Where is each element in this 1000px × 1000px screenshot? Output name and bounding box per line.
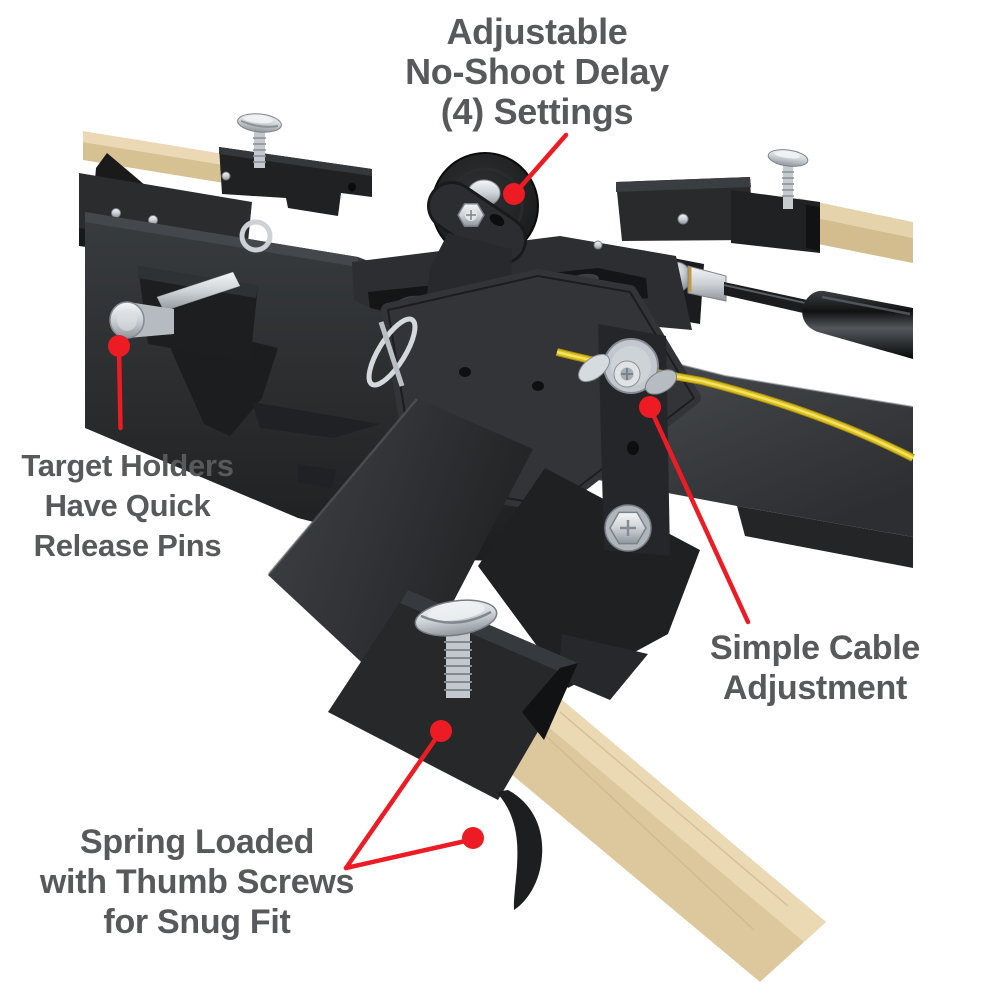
beam-left-bevel: [85, 212, 358, 267]
thumb-screw-left-shine: [243, 115, 273, 124]
thumb-screw-left-stem: [254, 130, 265, 168]
receiver-hole: [348, 182, 356, 192]
arrow-line: [343, 837, 473, 871]
lever-slot: [489, 214, 505, 226]
label-spring-loaded: Spring Loaded with Thumb Screws for Snug…: [39, 823, 355, 941]
arrow-target-holders: [108, 335, 130, 431]
diagonal-tube: [268, 398, 533, 700]
arrow-dot: [503, 183, 525, 205]
thumb-screw-left-threads: [253, 137, 266, 163]
wing-left: [578, 353, 610, 383]
screw: [677, 213, 689, 225]
thumb-screw-right-stem: [783, 165, 793, 209]
d-ring-pull: [239, 219, 273, 253]
arrow-line: [116, 346, 123, 431]
tube-edge-highlight: [268, 398, 418, 575]
gas-cylinder-body: [802, 290, 913, 359]
clamp-rod: [156, 271, 241, 312]
left-wood-board: [83, 131, 230, 184]
plate-hole: [532, 381, 544, 391]
hitch-pin-loop: [366, 316, 418, 388]
right-arm-bevel: [616, 177, 751, 192]
wing-nut: [578, 338, 678, 395]
arrow-no-shoot-delay: [503, 132, 569, 205]
arrow-dot: [639, 396, 661, 418]
right-target-holder: [616, 149, 820, 253]
lever-bolt-cross: [466, 210, 476, 220]
thumb-screw-right-threads: [782, 171, 794, 197]
arrow-dot: [108, 335, 130, 357]
bracket-bolt-cross: [620, 520, 636, 536]
hitch-pin-tail: [378, 321, 405, 387]
beam-right-bottom-bevel: [737, 506, 913, 568]
right-wood-board: [798, 198, 913, 263]
arrow-spring-loaded: [343, 720, 484, 871]
arrow-line: [343, 731, 442, 871]
arrow-line: [514, 132, 569, 194]
right-receiver-shadow: [806, 205, 820, 251]
thumb-screw-right-shine: [774, 151, 800, 159]
right-receiver-box: [731, 190, 820, 253]
screw: [221, 171, 231, 181]
arrow-cable-adjustment: [639, 396, 751, 625]
gas-cylinder-shine: [821, 295, 911, 316]
beam-tab: [298, 464, 336, 488]
wing-right: [644, 369, 678, 395]
lower-foot: [558, 634, 648, 700]
left-pivot-bracket: [109, 219, 273, 362]
wood-grain: [545, 711, 789, 931]
beam-point-wedge: [252, 402, 380, 438]
arrow-line: [648, 407, 751, 625]
quick-release-pin-cap-face: [117, 309, 137, 331]
arrow-dot: [462, 827, 484, 849]
label-target-holders: Target Holders Have Quick Release Pins: [21, 448, 234, 563]
bottom-clamp-channel-shadow: [522, 663, 578, 740]
screw: [593, 240, 603, 250]
bracket-hole: [627, 441, 639, 455]
left-wood-top-face: [83, 131, 230, 166]
bottom-target-holder: [268, 398, 826, 982]
wing-nut-cross: [621, 368, 633, 380]
gas-rod-highlight: [723, 284, 811, 305]
arrow-dot: [430, 720, 452, 742]
hitch-pin-clip: [366, 316, 418, 388]
right-wood-top-face: [798, 198, 913, 238]
annotation-arrows: [108, 132, 751, 871]
bottom-wood-top-face: [514, 678, 826, 942]
plate-hole: [459, 367, 471, 377]
label-cable-adjustment: Simple Cable Adjustment: [710, 629, 920, 707]
screw: [111, 208, 121, 218]
gas-collar: [687, 265, 727, 302]
thumb-screw-bottom-groove: [420, 610, 492, 624]
right-arm: [616, 177, 753, 241]
label-no-shoot-delay: Adjustable No-Shoot Delay (4) Settings: [405, 11, 669, 132]
thumb-screw-left-groove: [240, 120, 279, 128]
right-wood-side-face: [798, 214, 913, 263]
spring-clip: [496, 790, 543, 910]
left-wood-side-face: [83, 142, 230, 184]
thumb-screw-bottom-threads: [444, 641, 472, 691]
thumb-screw-bottom-dome: [427, 603, 485, 621]
